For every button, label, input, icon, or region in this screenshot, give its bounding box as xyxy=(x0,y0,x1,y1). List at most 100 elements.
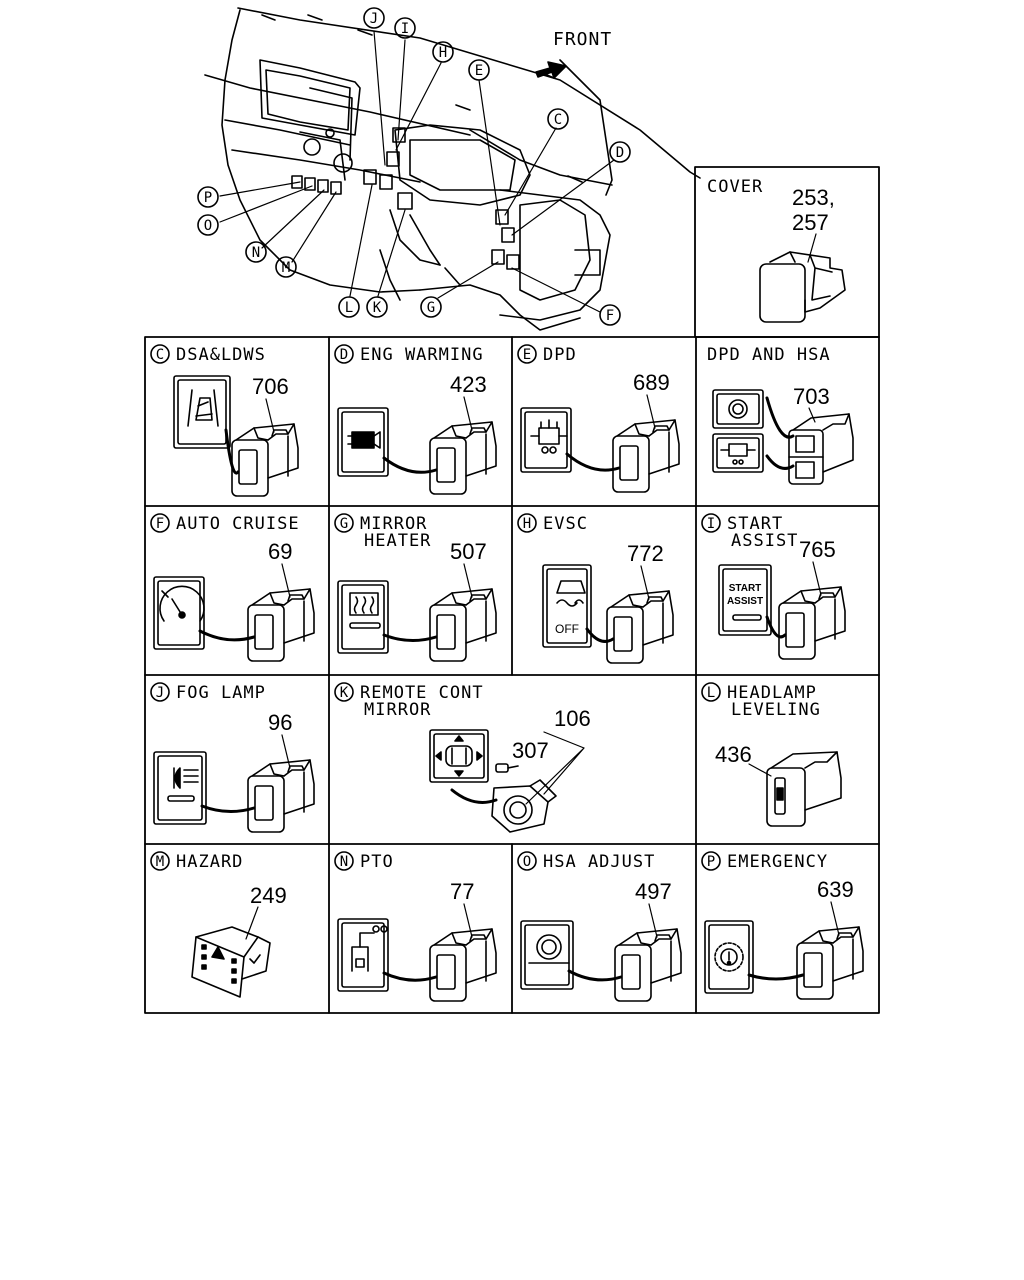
callout-p: P xyxy=(197,186,219,208)
pointer-curve xyxy=(765,454,795,470)
parts-grid xyxy=(144,166,880,1014)
dpd-filter-icon xyxy=(712,433,764,473)
callout-o: O xyxy=(197,214,219,236)
pto-icon xyxy=(337,918,389,992)
panel-letter-circle xyxy=(517,513,537,533)
callout-g-letter: G xyxy=(427,300,435,316)
panel-letter-letter: D xyxy=(340,347,348,363)
callout-n-circle xyxy=(245,241,267,263)
panel-letter-circle xyxy=(701,513,721,533)
switch-body xyxy=(612,419,680,493)
emergency-icon xyxy=(704,920,754,994)
switch-body xyxy=(429,928,497,1002)
callout-f: F xyxy=(599,304,621,326)
part-number: 423 xyxy=(450,372,487,397)
panel-letter: F xyxy=(150,513,170,533)
cover-icon xyxy=(759,251,846,323)
callout-m: M xyxy=(275,256,297,278)
panel-letter-circle xyxy=(150,344,170,364)
panel-letter: C xyxy=(150,344,170,364)
panel-letter-circle xyxy=(701,851,721,871)
panel-title: FOG LAMP xyxy=(176,683,266,703)
panel-letter: I xyxy=(701,513,721,533)
panel-letter-circle xyxy=(334,513,354,533)
pin-icon xyxy=(495,763,519,773)
panel-title: HSA ADJUST xyxy=(543,852,655,872)
panel-letter-circle xyxy=(334,344,354,364)
icon-label: OFF xyxy=(555,622,579,636)
part-number: 689 xyxy=(633,370,670,395)
part-number: 507 xyxy=(450,539,487,564)
panel-letter-letter: C xyxy=(156,347,164,363)
pointer-curve xyxy=(565,452,621,472)
panel-letter: D xyxy=(334,344,354,364)
callout-n: N xyxy=(245,241,267,263)
callout-f-letter: F xyxy=(606,308,614,324)
callout-k: K xyxy=(366,296,388,318)
part-number: 706 xyxy=(252,374,289,399)
panel-letter-circle xyxy=(517,344,537,364)
callout-e-letter: E xyxy=(475,63,483,79)
callout-d-letter: D xyxy=(616,145,624,161)
part-number: 772 xyxy=(627,541,664,566)
switch-body xyxy=(429,588,497,662)
stability-control-icon: OFF xyxy=(542,564,592,648)
pointer-curve xyxy=(585,627,615,643)
part-number: 765 xyxy=(799,537,836,562)
panel-title: DPD xyxy=(543,345,577,365)
switch-body xyxy=(429,421,497,495)
callout-p-letter: P xyxy=(204,190,212,206)
switch-body xyxy=(796,926,864,1000)
pointer-curve xyxy=(382,456,438,474)
panel-title: HEATER xyxy=(364,531,431,551)
panel-letter: N xyxy=(334,851,354,871)
dashboard-overview xyxy=(204,7,701,331)
part-number: 77 xyxy=(450,879,474,904)
callout-i: I xyxy=(394,17,416,39)
panel-letter-letter: F xyxy=(156,516,164,532)
callout-c-letter: C xyxy=(554,112,562,128)
callout-d-circle xyxy=(609,141,631,163)
panel-dpd: E DPD 689 xyxy=(517,344,680,493)
pointer-curve xyxy=(198,629,256,642)
panel-title: EVSC xyxy=(543,514,588,534)
pointer-curve xyxy=(450,788,498,804)
callout-h-circle xyxy=(432,41,454,63)
callout-k-circle xyxy=(366,296,388,318)
callout-l: L xyxy=(338,296,360,318)
panel-auto-cruise: F AUTO CRUISE 69 xyxy=(150,513,315,662)
part-number: 307 xyxy=(512,738,549,763)
panel-letter-letter: J xyxy=(156,685,164,701)
part-number: 639 xyxy=(817,877,854,902)
panel-title: DPD AND HSA xyxy=(707,345,831,365)
panel-letter: P xyxy=(701,851,721,871)
panel-letter: K xyxy=(334,682,354,702)
switch-body xyxy=(247,759,315,833)
overview-leaders xyxy=(219,30,615,313)
speedometer-icon xyxy=(153,576,205,650)
front-label: FRONT xyxy=(553,29,612,50)
callout-n-letter: N xyxy=(252,245,260,261)
panel-letter-letter: M xyxy=(156,854,164,870)
panel-letter-circle xyxy=(150,851,170,871)
front-arrow-icon xyxy=(535,61,567,79)
part-number: 69 xyxy=(268,539,292,564)
panel-letter-circle xyxy=(701,682,721,702)
panel-title: MIRROR xyxy=(360,514,427,534)
panel-title: AUTO CRUISE xyxy=(176,514,300,534)
cover-title: COVER xyxy=(707,177,763,197)
panel-letter-circle xyxy=(334,682,354,702)
panel-letter-letter: E xyxy=(523,347,531,363)
switch-body xyxy=(606,590,674,664)
headlamp-leveling-icon xyxy=(766,751,842,827)
panel-letter-letter: K xyxy=(340,685,349,701)
callout-m-letter: M xyxy=(282,260,290,276)
part-number: 703 xyxy=(793,384,830,409)
